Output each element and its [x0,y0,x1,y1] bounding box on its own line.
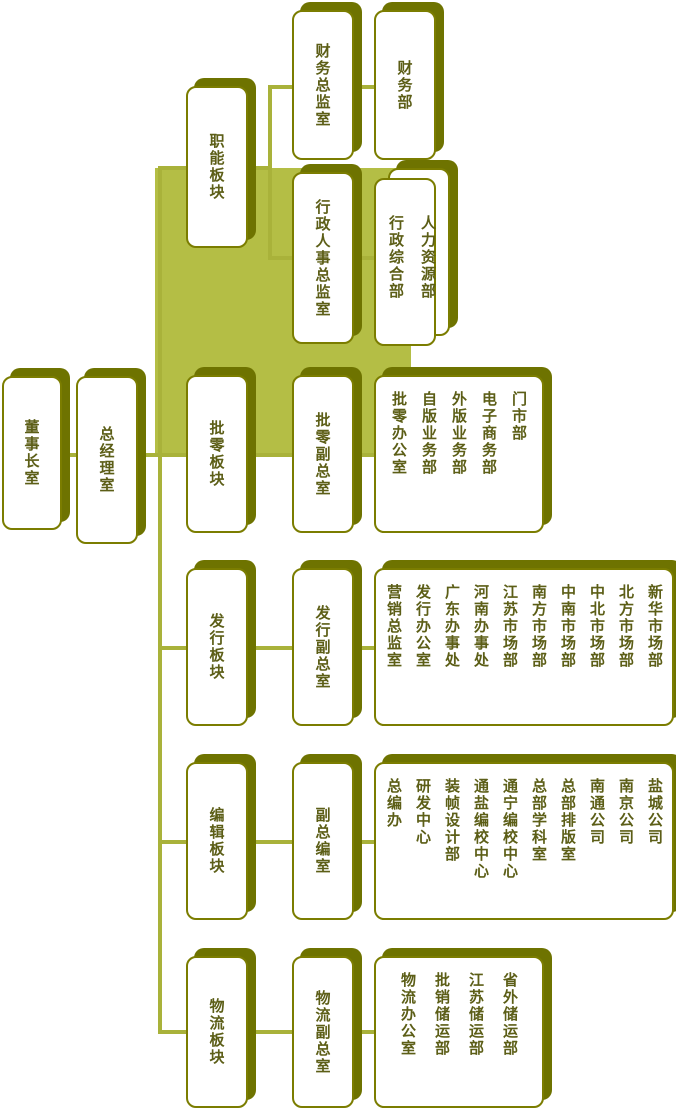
connector-line [356,840,376,844]
general-manager-office-card: 总经理室 [76,376,138,544]
connector-line [356,646,376,650]
connector-line [138,453,162,457]
dept-column: 电子商务部 [480,391,498,476]
distribution-deputy-office-card: 发行副总室 [292,568,354,726]
connector-line [356,453,376,457]
dept-column: 盐城公司 [646,778,664,846]
connector-line [250,646,294,650]
chairman-office-card: 董事长室 [2,376,62,530]
cfo-office-card: 财务总监室 [292,10,354,160]
dept-column: 批零办公室 [390,391,408,476]
admin-dept-card-front [374,178,436,346]
admin-hr-dept-group: 人力资源部 行政综合部 [374,168,450,346]
trunk-line [158,166,162,1034]
dept-column: 南通公司 [588,778,606,846]
dept-column: 中南市场部 [559,584,577,669]
dept-column: 通盐编校中心 [472,778,490,880]
connector-line [356,1030,376,1034]
connector-line [162,453,186,457]
connector-line [356,256,376,260]
dept-column: 发行办公室 [414,584,432,669]
dept-column: 行政综合部 [387,214,405,300]
dept-column: 装帧设计部 [443,778,461,863]
connector-line [250,1030,294,1034]
connector-line [268,256,294,260]
connector-line [250,166,272,170]
dept-column: 物流办公室 [399,972,417,1057]
dept-column: 总编办 [385,778,403,829]
finance-dept-card: 财务部 [374,10,436,160]
connector-line [162,166,186,170]
retail-departments-card: 门市部 电子商务部 外版业务部 自版业务部 批零办公室 [374,375,544,533]
connector-line [162,1030,186,1034]
logistics-deputy-office-card: 物流副总室 [292,956,354,1108]
dept-column: 北方市场部 [617,584,635,669]
deputy-editor-office-card: 副总编室 [292,762,354,920]
dept-column: 江苏储运部 [467,972,485,1057]
connector-line [162,646,186,650]
branch-retail-card: 批零板块 [186,375,248,533]
dept-column: 广东办事处 [443,584,461,669]
branch-distribution-card: 发行板块 [186,568,248,726]
riser-line [268,85,272,260]
logistics-departments-card: 省外储运部 江苏储运部 批销储运部 物流办公室 [374,956,544,1108]
dept-column: 总部学科室 [530,778,548,863]
dept-column: 新华市场部 [646,584,664,669]
dept-column: 省外储运部 [501,972,519,1057]
dept-column: 研发中心 [414,778,432,846]
connector-line [268,85,294,89]
dept-column: 中北市场部 [588,584,606,669]
editing-departments-card: 盐城公司 南京公司 南通公司 总部排版室 总部学科室 通宁编校中心 通盐编校中心… [374,762,674,920]
branch-functional-card: 职能板块 [186,86,248,248]
dept-column: 河南办事处 [472,584,490,669]
dept-column: 南京公司 [617,778,635,846]
dept-column: 自版业务部 [420,391,438,476]
connector-line [250,840,294,844]
admin-hr-director-office-card: 行政人事总监室 [292,172,354,344]
connector-line [250,453,294,457]
dept-column: 江苏市场部 [501,584,519,669]
connector-line [162,840,186,844]
distribution-departments-card: 新华市场部 北方市场部 中北市场部 中南市场部 南方市场部 江苏市场部 河南办事… [374,568,674,726]
branch-logistics-card: 物流板块 [186,956,248,1108]
dept-column: 门市部 [510,391,528,442]
dept-column: 人力资源部 [419,214,437,300]
dept-column: 外版业务部 [450,391,468,476]
branch-editing-card: 编辑板块 [186,762,248,920]
dept-column: 批销储运部 [433,972,451,1057]
dept-column: 总部排版室 [559,778,577,863]
connector-line [356,85,376,89]
dept-column: 通宁编校中心 [501,778,519,880]
dept-column: 南方市场部 [530,584,548,669]
retail-deputy-office-card: 批零副总室 [292,375,354,533]
connector-line [60,453,78,457]
admin-hr-dept-labels: 人力资源部 行政综合部 [374,168,450,346]
dept-column: 营销总监室 [385,584,403,669]
